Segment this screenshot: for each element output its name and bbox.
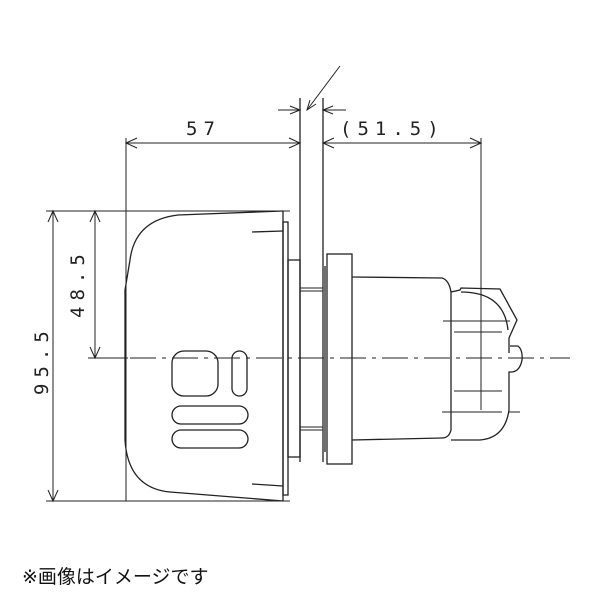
button-square [171, 350, 219, 397]
dimension-51-5: (51.5) [321, 118, 483, 410]
dimension-95-5: 95.5 [31, 209, 290, 503]
dimension-57-label: 57 [186, 118, 221, 140]
dimension-57: 57 [124, 118, 302, 290]
front-flange [287, 259, 301, 458]
dimension-95-5-label: 95.5 [31, 325, 53, 395]
dimension-48-5: 48.5 [67, 209, 128, 360]
rear-body [351, 276, 523, 441]
slot-vertical [231, 350, 248, 397]
front-cover [124, 210, 289, 502]
rear-flange [326, 253, 353, 465]
dimension-51-5-label: (51.5) [340, 118, 445, 140]
slot-horizontal-1 [171, 405, 249, 425]
slot-horizontal-2 [171, 429, 249, 449]
dimension-48-5-label: 48.5 [67, 248, 89, 318]
leader-arrow [306, 65, 341, 112]
image-disclaimer-caption: ※画像はイメージです [22, 566, 209, 588]
